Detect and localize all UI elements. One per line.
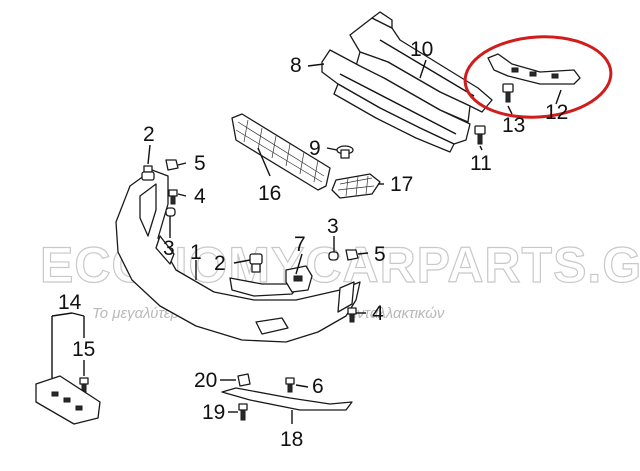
callout-1: 1 — [190, 241, 202, 264]
highlight-circle — [463, 35, 613, 119]
part-energy-absorber — [321, 49, 471, 153]
callout-labels: 2 5 4 3 1 2 7 3 5 4 8 10 9 16 17 11 12 1… — [58, 38, 568, 451]
part-bumper-cover — [115, 169, 361, 343]
part-bolt-11 — [474, 125, 486, 145]
callout-2-mid: 2 — [214, 252, 226, 275]
callout-16: 16 — [258, 182, 281, 205]
callout-18: 18 — [280, 428, 303, 451]
leader-lines — [51, 59, 562, 424]
callout-8: 8 — [290, 54, 302, 77]
callout-17: 17 — [390, 173, 413, 196]
callout-11: 11 — [470, 152, 492, 175]
part-bolt-13 — [502, 83, 514, 103]
callout-5-right: 5 — [374, 243, 386, 266]
part-center-grille — [231, 113, 331, 191]
callout-19: 19 — [202, 401, 225, 424]
callout-15: 15 — [72, 338, 95, 361]
part-lower-molding — [221, 387, 353, 411]
callout-20: 20 — [194, 369, 217, 392]
callout-10: 10 — [410, 38, 433, 61]
part-license-bracket — [35, 375, 101, 425]
callout-4-right: 4 — [372, 302, 384, 325]
callout-12: 12 — [545, 101, 568, 124]
callout-5-upper: 5 — [194, 152, 206, 175]
callout-3-right: 3 — [327, 215, 339, 238]
part-side-bracket — [487, 53, 581, 85]
callout-7: 7 — [294, 233, 306, 256]
callout-2-upper: 2 — [143, 123, 155, 146]
part-clip-9 — [336, 145, 354, 159]
callout-13: 13 — [502, 114, 525, 137]
part-bracket-7 — [285, 265, 313, 293]
callout-9: 9 — [309, 137, 321, 160]
part-side-grille — [331, 173, 381, 199]
callout-4-upper: 4 — [194, 185, 206, 208]
callout-14: 14 — [58, 291, 82, 314]
callout-3-left: 3 — [163, 237, 175, 260]
callout-6: 6 — [312, 375, 324, 398]
